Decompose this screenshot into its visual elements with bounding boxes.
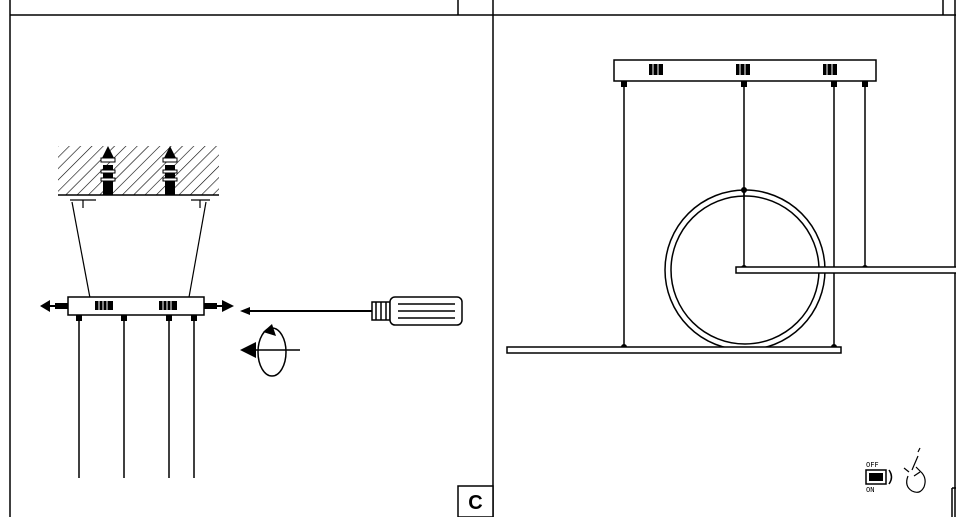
side-screw-left (40, 300, 68, 312)
step-label-box (457, 485, 494, 517)
pendant-canopy (613, 59, 877, 82)
wall-anchor-left (100, 146, 116, 195)
page-frame (9, 0, 956, 517)
side-screw-right (204, 300, 234, 312)
switch-off-label: OFF (866, 461, 879, 469)
projection-lines (71, 201, 207, 315)
screwdriver-icon (240, 296, 463, 326)
next-step-box-edge (951, 487, 956, 517)
cable-grips (76, 315, 197, 321)
pendant-cables (623, 81, 866, 347)
right-panel: OFF ON (506, 59, 956, 517)
upper-light-bar (735, 266, 956, 274)
wall-switch-icon (865, 469, 893, 485)
suspension-cables (78, 315, 195, 478)
mount-hooks (70, 199, 210, 208)
switch-on-label: ON (866, 486, 874, 494)
canopy (67, 296, 205, 316)
left-panel: C (40, 146, 494, 517)
rotate-counterclockwise-icon (240, 324, 300, 377)
ceiling-block (58, 146, 219, 196)
hand-pointer-icon (903, 447, 926, 493)
wall-anchor-right (162, 146, 178, 195)
step-label: C (468, 492, 482, 514)
lower-light-bar (506, 346, 842, 354)
